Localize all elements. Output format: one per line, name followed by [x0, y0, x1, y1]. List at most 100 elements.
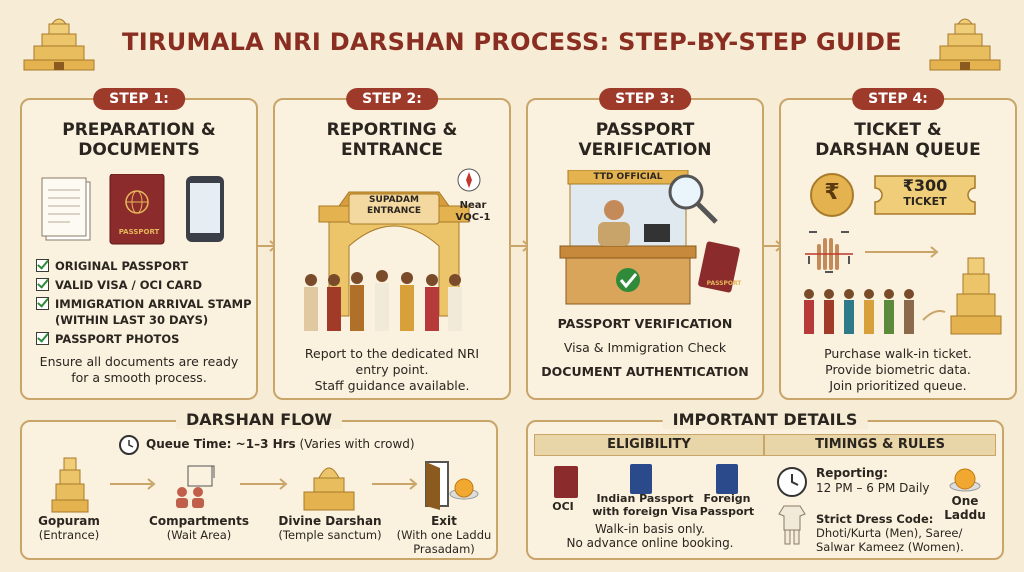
checkbox-icon — [36, 278, 49, 291]
official-person-icon — [598, 200, 630, 246]
booth-sign: TTD OFFICIAL — [593, 172, 663, 182]
verification-line2: Visa & Immigration Check — [563, 340, 727, 355]
queue-time-value: Queue Time: ~1–3 Hrs — [146, 437, 296, 451]
indian-passport-icon — [630, 464, 652, 494]
step-2-note-line3: Staff guidance available. — [314, 378, 470, 393]
flow-node-exit: Exit (With one Laddu Prasadam) — [394, 514, 494, 556]
queue-people-icon — [804, 289, 914, 334]
eligibility-icons — [554, 464, 738, 498]
gopuram-icon — [51, 457, 89, 513]
passport-icon — [109, 174, 165, 245]
step-1-title-line1: PREPARATION & — [62, 120, 216, 140]
verification-line1: PASSPORT VERIFICATION — [557, 316, 733, 331]
reporting-label: Reporting: — [816, 466, 888, 480]
ticket-text: ₹300 TICKET — [873, 178, 977, 210]
flow-node-name: Gopuram — [38, 514, 100, 528]
step-1-note-line2: for a smooth process. — [71, 370, 207, 385]
computer-monitor-icon — [644, 224, 670, 242]
verification-line3: DOCUMENT AUTHENTICATION — [541, 364, 749, 379]
checklist-text: PASSPORT PHOTOS — [55, 332, 180, 346]
reporting-value: 12 PM – 6 PM Daily — [816, 481, 930, 495]
laddu-icon — [449, 478, 479, 500]
flow-node-sub: (Temple sanctum) — [278, 528, 382, 542]
step-1-card: STEP 1: PREPARATION & DOCUMENTS PASSPORT… — [20, 88, 258, 400]
step-2-title-line1: REPORTING & — [326, 120, 458, 140]
temple-gopuram-icon — [929, 18, 1001, 71]
documents-illustration — [41, 174, 224, 245]
document-checklist: ORIGINAL PASSPORT VALID VISA / OCI CARD … — [36, 258, 252, 350]
checklist-item: ORIGINAL PASSPORT — [36, 258, 252, 274]
temple-sanctum-icon — [303, 467, 355, 511]
temple-gopuram-icon — [23, 18, 95, 71]
checklist-item: IMMIGRATION ARRIVAL STAMP (WITHIN LAST 30… — [36, 296, 252, 328]
eligibility-note-line1: Walk-in basis only. — [595, 522, 705, 536]
step-2-title-line2: ENTRANCE — [341, 140, 443, 160]
compartments-people-icon — [176, 465, 215, 508]
step-3-pill: STEP 3: — [599, 88, 691, 110]
entrance-gate-illustration — [304, 168, 481, 331]
page-title: TIRUMALA NRI DARSHAN PROCESS: STEP-BY-ST… — [122, 28, 902, 56]
passport-label: PASSPORT — [118, 228, 160, 236]
checklist-item: VALID VISA / OCI CARD — [36, 277, 252, 293]
step-4-note-line1: Purchase walk-in ticket. — [824, 346, 972, 361]
step-2-card: STEP 2: REPORTING & ENTRANCE SUPADAM ENT… — [273, 88, 511, 400]
flow-node-name: Divine Darshan — [278, 514, 382, 528]
flow-node-gopuram: Gopuram (Entrance) — [28, 514, 110, 542]
location-note-line1: Near — [459, 200, 487, 211]
eligibility-foreign-passport: Foreign Passport — [694, 492, 760, 518]
oci-card-icon — [554, 466, 578, 498]
laddu-note-line1: One — [951, 494, 979, 508]
flow-node-darshan: Divine Darshan (Temple sanctum) — [270, 514, 390, 542]
flow-node-name: Exit — [431, 514, 457, 528]
gate-sign: SUPADAM ENTRANCE — [349, 195, 439, 217]
eligibility-foreign-passport-line2: Passport — [699, 505, 755, 518]
darshan-flow-heading: DARSHAN FLOW — [175, 410, 343, 429]
flow-node-sub: Prasadam) — [413, 542, 475, 556]
laddu-note: One Laddu — [940, 494, 990, 522]
dress-code-line2: Salwar Kameez (Women). — [816, 540, 964, 554]
biometric-scanner-icon — [805, 231, 853, 273]
step-1-note-line1: Ensure all documents are ready — [39, 354, 239, 369]
compass-icon — [457, 168, 481, 192]
dress-code-label: Strict Dress Code: — [816, 512, 934, 526]
checklist-item: PASSPORT PHOTOS — [36, 331, 252, 347]
step-2-title: REPORTING & ENTRANCE — [275, 120, 509, 160]
foreign-passport-icon — [716, 464, 738, 494]
location-note-line2: VQC-1 — [455, 212, 491, 223]
queue-time: Queue Time: ~1–3 Hrs (Varies with crowd) — [146, 437, 415, 451]
checklist-text: (WITHIN LAST 30 DAYS) — [55, 313, 209, 327]
step-4-title: TICKET & DARSHAN QUEUE — [781, 120, 1015, 160]
checklist-text: ORIGINAL PASSPORT — [55, 259, 189, 273]
flow-node-sub: (Entrance) — [38, 528, 100, 542]
temple-gopuram-icon — [950, 257, 1002, 335]
checklist-text: IMMIGRATION ARRIVAL STAMP — [55, 297, 252, 311]
darshan-flow-box: DARSHAN FLOW Queue Time: ~1–3 Hrs (Varie… — [20, 410, 498, 560]
ticket-price: ₹300 — [902, 176, 948, 195]
step-2-note: Report to the dedicated NRI entry point.… — [275, 346, 509, 394]
checkbox-icon — [36, 332, 49, 345]
eligibility-oci: OCI — [552, 500, 574, 513]
checkbox-icon — [36, 297, 49, 310]
step-2-note-line1: Report to the dedicated NRI — [304, 346, 480, 361]
checklist-text: VALID VISA / OCI CARD — [55, 278, 202, 292]
step-1-title-line2: DOCUMENTS — [78, 140, 200, 160]
dress-code: Strict Dress Code: Dhoti/Kurta (Men), Sa… — [816, 512, 992, 554]
eligibility-header: ELIGIBILITY — [534, 434, 764, 456]
passport-icon — [698, 241, 740, 293]
kurta-dress-icon — [778, 505, 806, 545]
flow-diagram — [51, 457, 479, 513]
eligibility-indian-passport: Indian Passport with foreign Visa — [590, 492, 700, 518]
passport-label: PASSPORT — [706, 280, 742, 287]
important-details-heading: IMPORTANT DETAILS — [662, 410, 868, 429]
step-3-card: STEP 3: PASSPORT VERIFICATION TTD OFFICI… — [526, 88, 764, 400]
step-2-note-line2: entry point. — [355, 362, 429, 377]
step-3-title-line2: VERIFICATION — [578, 140, 712, 160]
laddu-note-line2: Laddu — [944, 508, 986, 522]
exit-door-icon — [425, 461, 449, 510]
step-1-note: Ensure all documents are ready for a smo… — [22, 354, 256, 386]
step-4-title-line2: DARSHAN QUEUE — [815, 140, 981, 160]
eligibility-foreign-passport-line1: Foreign — [703, 492, 751, 505]
smartphone-icon — [186, 176, 224, 242]
step-4-pill: STEP 4: — [852, 88, 944, 110]
flow-node-sub: (Wait Area) — [166, 528, 232, 542]
